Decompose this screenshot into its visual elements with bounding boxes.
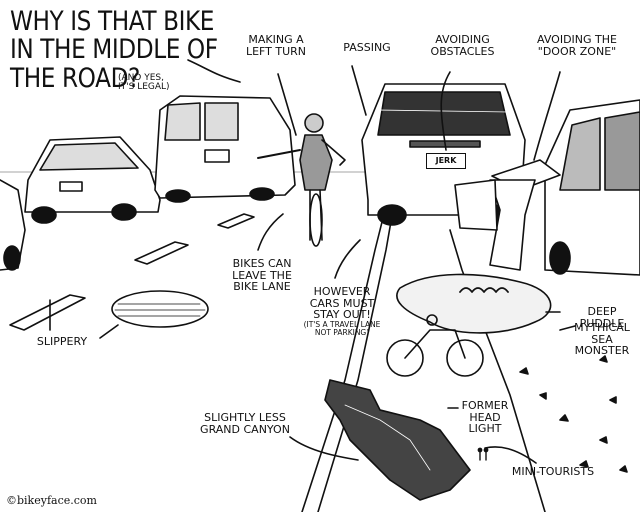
- mini-tourists: [479, 451, 487, 461]
- headlight-shard: [519, 355, 628, 473]
- bike-lane-line: [301, 209, 386, 512]
- arrow: [440, 71, 451, 151]
- arrow: [351, 65, 367, 116]
- lane-dash: [217, 213, 255, 229]
- title-line: WHY IS THAT BIKE: [10, 6, 215, 37]
- title-note: (AND YES, IT'S LEGAL): [118, 73, 170, 93]
- arrow: [533, 71, 561, 161]
- label-left-turn: MAKING A LEFT TURN: [245, 33, 307, 58]
- page-title: WHY IS THAT BIKE IN THE MIDDLE OF THE RO…: [10, 6, 218, 94]
- arrow: [277, 73, 297, 136]
- label-cars-stay-out: HOWEVER CARS MUST STAY OUT!: [309, 285, 375, 322]
- label-grand-canyon: SLIGHTLY LESS GRAND CANYON: [200, 411, 290, 436]
- person-at-door: [489, 179, 536, 271]
- title-note-line: IT'S LEGAL): [118, 82, 170, 93]
- label-deep-puddle: DEEP PUDDLE: [579, 305, 625, 330]
- label-mini-tourists: MINI-TOURISTS: [511, 465, 595, 478]
- label-sea-monster: MYTHICAL SEA MONSTER: [574, 321, 630, 358]
- title-line: IN THE MIDDLE OF: [10, 34, 218, 66]
- deep-puddle: [396, 273, 552, 334]
- bike-lane-symbol: [386, 339, 424, 377]
- arrow: [559, 325, 576, 331]
- credit-link[interactable]: ©bikeyface.com: [6, 494, 97, 507]
- arrow: [484, 446, 537, 464]
- title-line: THE ROAD?: [10, 62, 140, 94]
- title-note-line: (AND YES,: [118, 73, 164, 83]
- bike-lane-line: [317, 209, 394, 512]
- arrow: [187, 59, 241, 83]
- sea-monster: [459, 287, 509, 293]
- license-plate: JERK: [426, 153, 466, 169]
- label-head-light: FORMER HEAD LIGHT: [461, 399, 509, 436]
- label-avoiding-obstacles: AVOIDING OBSTACLES: [430, 33, 495, 58]
- arrow: [289, 436, 359, 461]
- label-door-zone: AVOIDING THE "DOOR ZONE": [537, 33, 617, 58]
- cyclist: [257, 113, 346, 247]
- lane-dash: [134, 241, 189, 265]
- arrow: [99, 324, 119, 339]
- arrow: [257, 213, 284, 251]
- manhole-cover: [111, 290, 209, 328]
- lane-dash: [9, 294, 86, 331]
- label-travel-lane-note: (IT'S A TRAVEL LANE NOT PARKING): [303, 320, 381, 337]
- grand-canyon-pothole: [324, 379, 471, 501]
- label-slippery: SLIPPERY: [36, 335, 88, 348]
- label-passing: PASSING: [343, 41, 391, 54]
- arrow: [334, 239, 361, 279]
- label-bike-lane: BIKES CAN LEAVE THE BIKE LANE: [232, 257, 292, 294]
